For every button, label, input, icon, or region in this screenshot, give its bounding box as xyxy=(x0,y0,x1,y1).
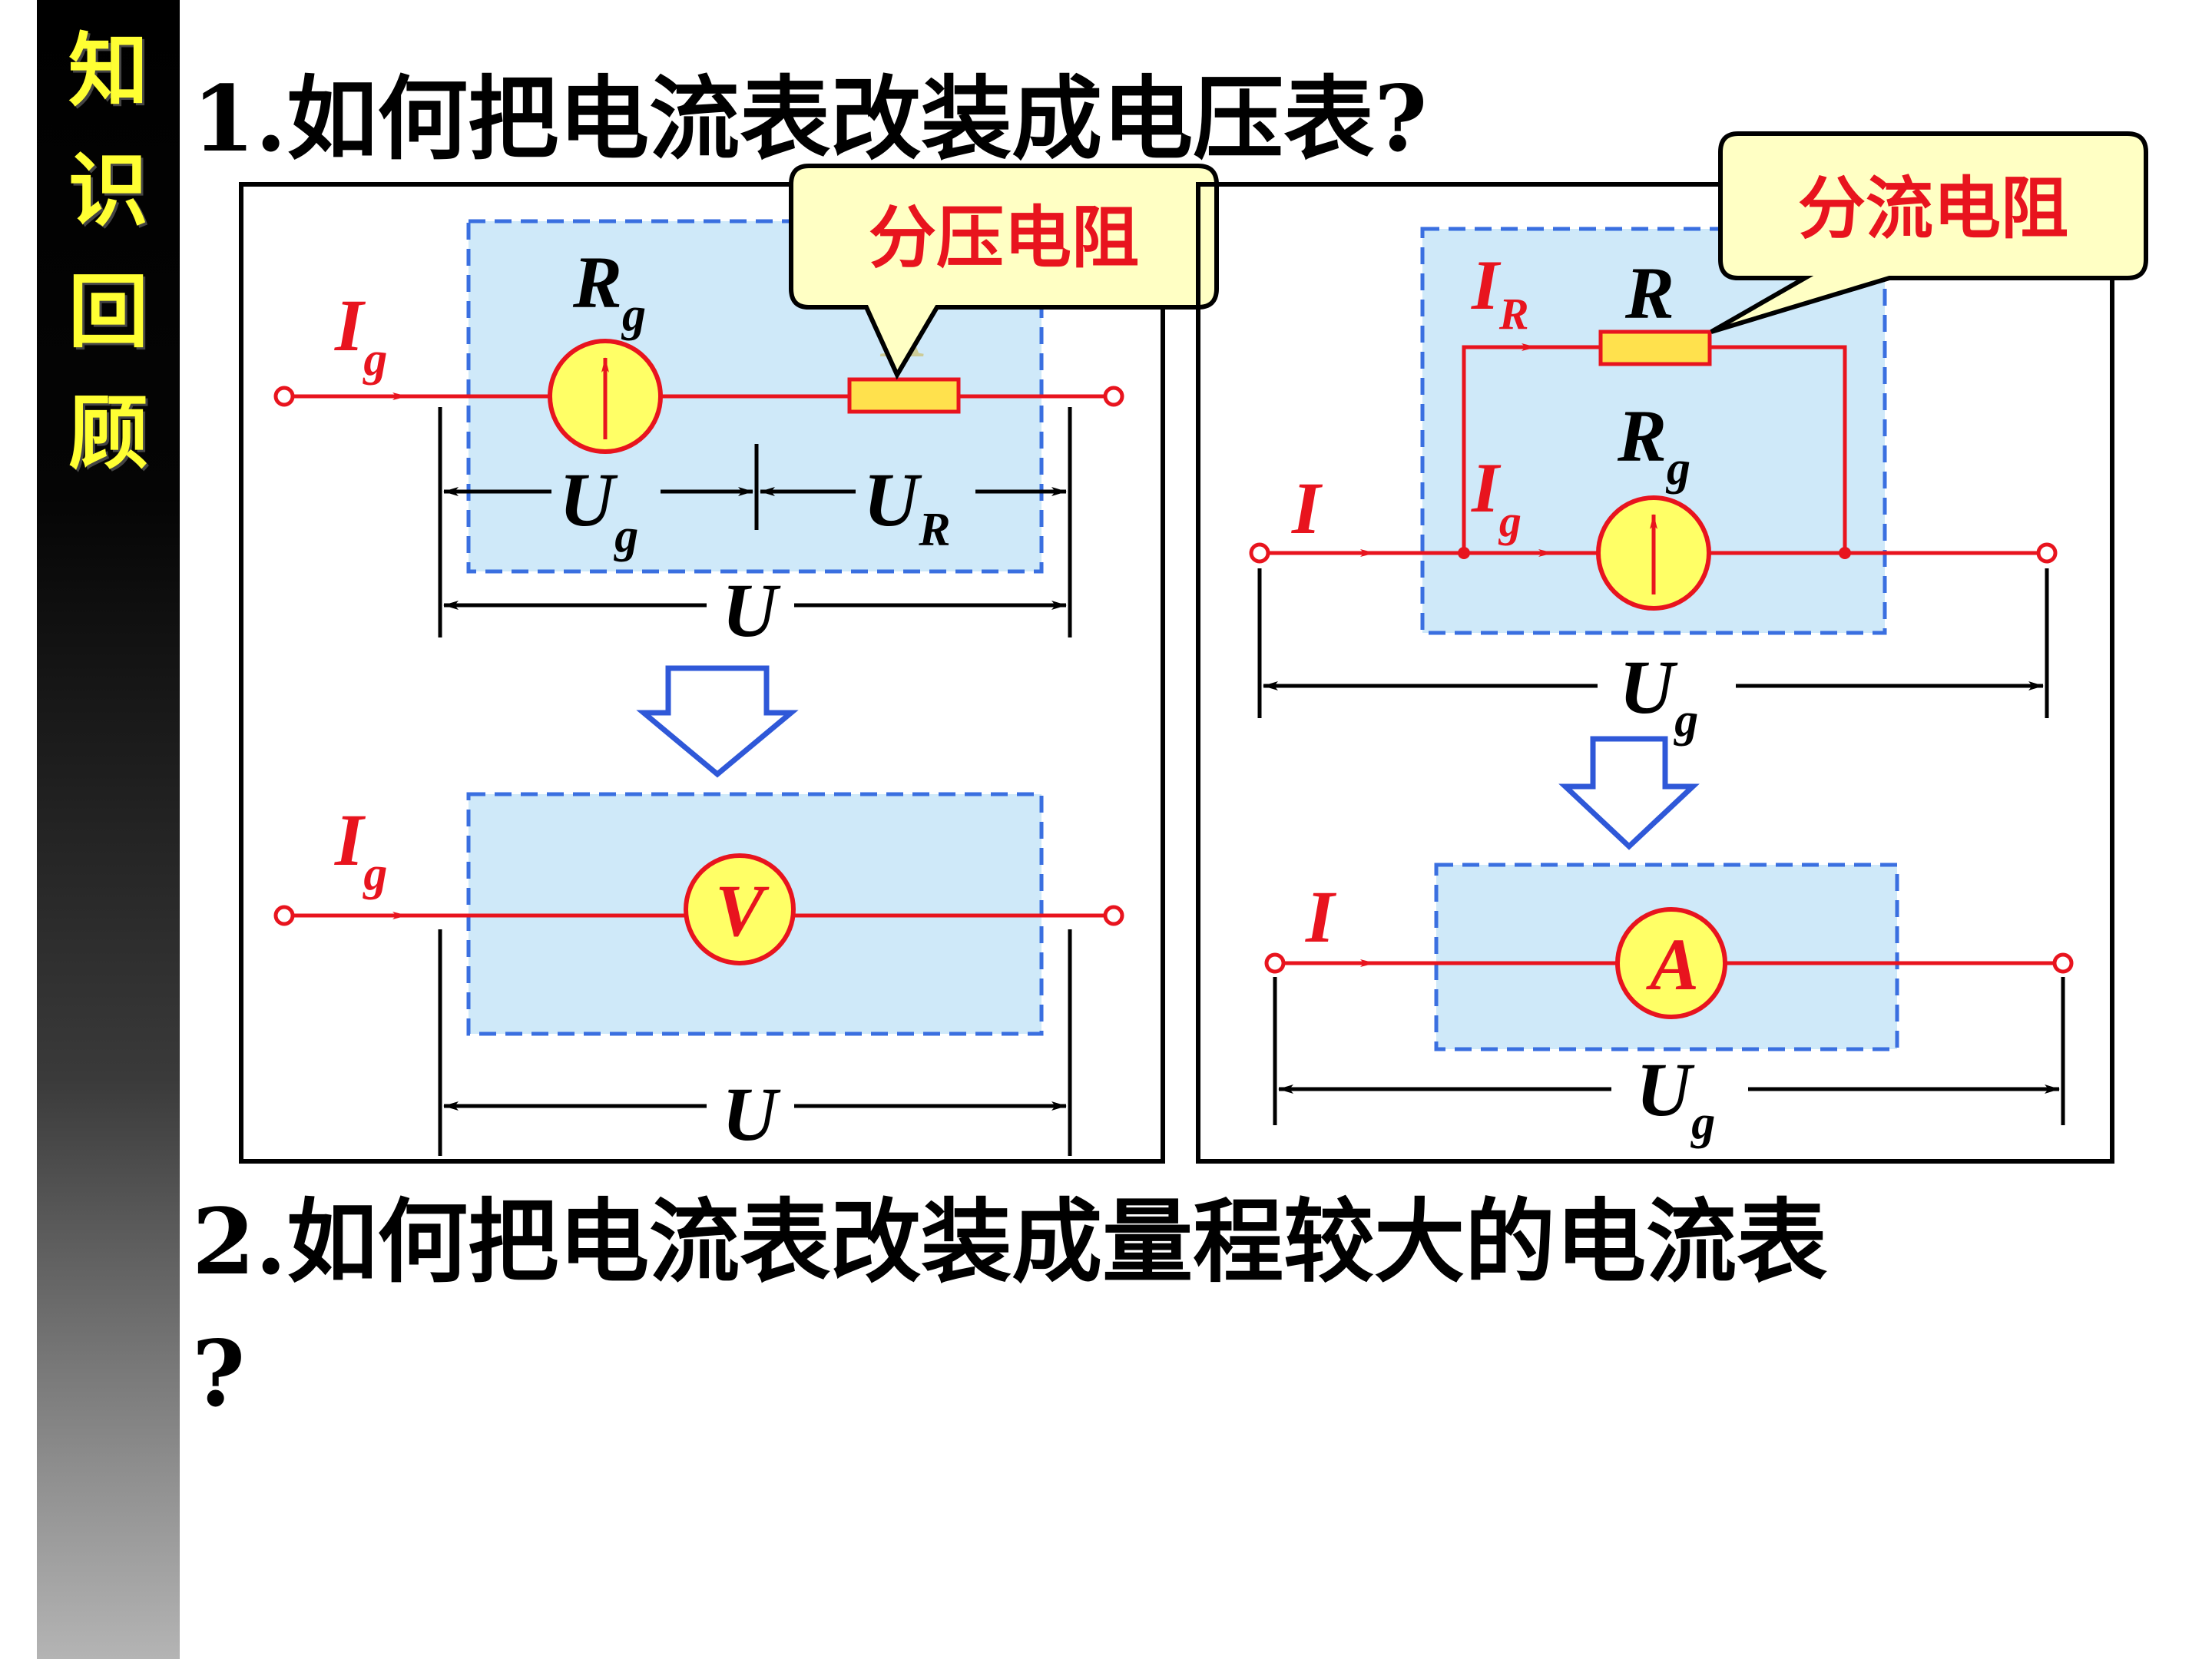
question-2: 2.如何把电流表改装成量程较大的电流表 xyxy=(192,1188,1828,1295)
shunt-resistor xyxy=(1598,329,1712,366)
ammeter-original-circuit: IR R Rg Ig I Ug xyxy=(1249,227,2058,747)
total-current-label: I xyxy=(1291,467,1323,549)
voltmeter-symbol xyxy=(684,853,796,965)
terminal xyxy=(273,386,295,407)
shunt-callout-text: 分流电阻 xyxy=(1798,169,2068,248)
sidebar-title-char: 回 xyxy=(68,265,148,359)
shunt-callout: 分流电阻 xyxy=(1710,131,2148,334)
ammeter-equivalent-circuit: A I Ug xyxy=(1264,863,2074,1149)
series-resistor xyxy=(847,377,961,414)
total-voltage-label: U xyxy=(722,1071,781,1157)
total-voltage-label: U xyxy=(722,568,781,653)
shunt-resistor-label: R xyxy=(1624,252,1674,334)
voltmeter-equivalent-circuit: V Ig U xyxy=(273,792,1124,1157)
total-current-label: I xyxy=(1305,876,1337,958)
galvanometer-current-label: Ig xyxy=(1471,449,1522,546)
current-label: Ig xyxy=(334,799,387,900)
galvanometer-resistance-label: Rg xyxy=(1617,395,1690,495)
transform-arrow-icon xyxy=(1558,736,1700,850)
galvanometer-resistance-label: Rg xyxy=(572,241,646,341)
terminal xyxy=(1103,386,1124,407)
sidebar-title-char: 知 xyxy=(68,24,148,118)
voltage-label: Ug xyxy=(1619,644,1698,747)
voltmeter-panel-frame xyxy=(239,182,1165,1164)
resistor-voltage-label: UR xyxy=(863,457,951,556)
question-2-end: ? xyxy=(192,1320,246,1427)
current-label: Ig xyxy=(334,284,387,386)
ammeter-letter: A xyxy=(1646,923,1699,1005)
question-1: 1.如何把电流表改装成电压表? xyxy=(192,65,1428,172)
galvanometer-voltage-label: Ug xyxy=(559,457,638,562)
voltmeter-letter: V xyxy=(715,869,770,952)
voltage-label: Ug xyxy=(1636,1047,1715,1149)
voltage-divider-callout: 分压电阻 xyxy=(789,164,1219,380)
sidebar-title-char: 顾 xyxy=(68,386,148,480)
voltage-divider-callout-text: 分压电阻 xyxy=(869,198,1139,277)
sidebar: 知 识 回 顾 xyxy=(37,0,180,1659)
ammeter-symbol xyxy=(1615,907,1727,1019)
shunt-current-label: IR xyxy=(1471,246,1529,339)
ammeter-panel-frame xyxy=(1196,182,2114,1164)
sidebar-title-char: 识 xyxy=(68,144,148,237)
transform-arrow-icon xyxy=(636,665,799,778)
